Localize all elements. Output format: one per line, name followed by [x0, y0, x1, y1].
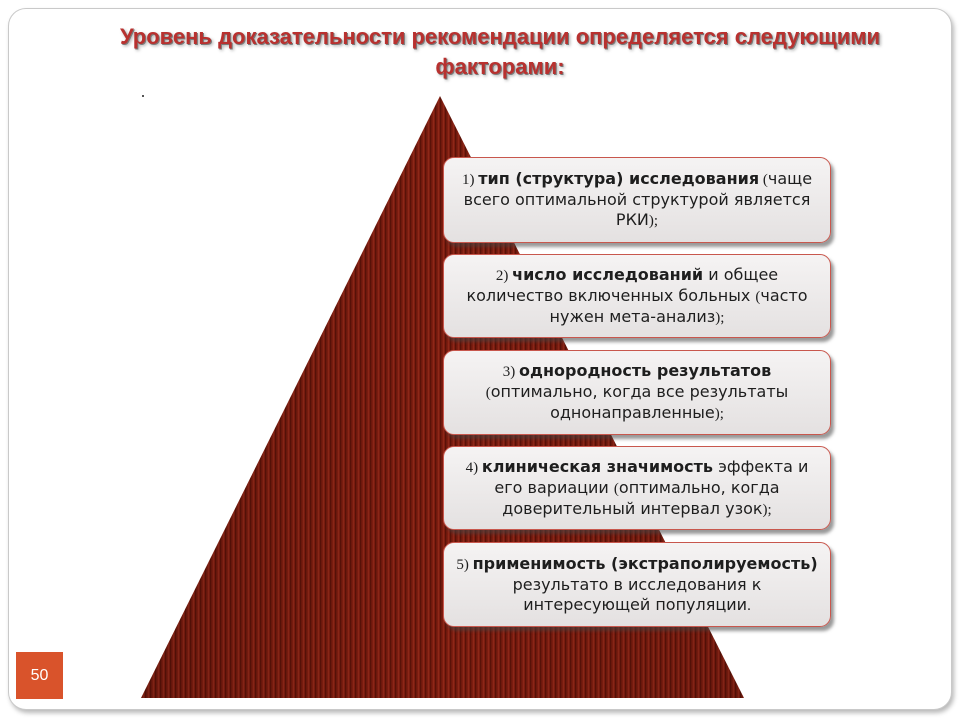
stray-dot: [142, 95, 144, 97]
factor-number: 5): [456, 556, 473, 573]
factor-number: 4): [465, 459, 482, 476]
factor-card-1: 1) тип (структура) исследования (чаще вс…: [443, 157, 831, 243]
factor-detail: оптимально, когда все результаты однонап…: [490, 382, 789, 422]
factor-detail: чаще всего оптимальной структурой являет…: [463, 169, 813, 229]
factor-term: число исследований: [512, 264, 704, 284]
factor-detail: результато в исследования к интересующей…: [512, 574, 762, 614]
factor-term: применимость (экстраполируемость): [472, 553, 818, 573]
factor-card-3: 3) однородность результатов (оптимально,…: [443, 350, 831, 435]
factor-term: клиническая значимость: [481, 456, 714, 476]
page-number-badge: 50: [16, 652, 63, 699]
factor-number: 3): [502, 364, 520, 380]
factor-card-2: 2) число исследований и общее количество…: [443, 254, 831, 338]
factor-term: однородность результатов: [519, 361, 772, 380]
factor-card-4: 4) клиническая значимость эффекта и его …: [443, 446, 831, 530]
factor-detail: эффекта и его вариации: [494, 456, 809, 497]
factor-number: 2): [495, 267, 513, 284]
factor-detail: часто нужен мета-анализ: [549, 285, 808, 326]
factor-number: 1): [461, 172, 479, 188]
factor-detail: оптимально, когда доверительный интервал…: [502, 477, 780, 518]
slide-title: Уровень доказательности рекомендации опр…: [119, 24, 881, 79]
factor-detail: и общее количество включенных больных: [466, 264, 779, 305]
factor-card-5: 5) применимость (экстраполируемость) рез…: [443, 542, 831, 627]
factor-term: тип (структура) исследования: [478, 169, 760, 188]
